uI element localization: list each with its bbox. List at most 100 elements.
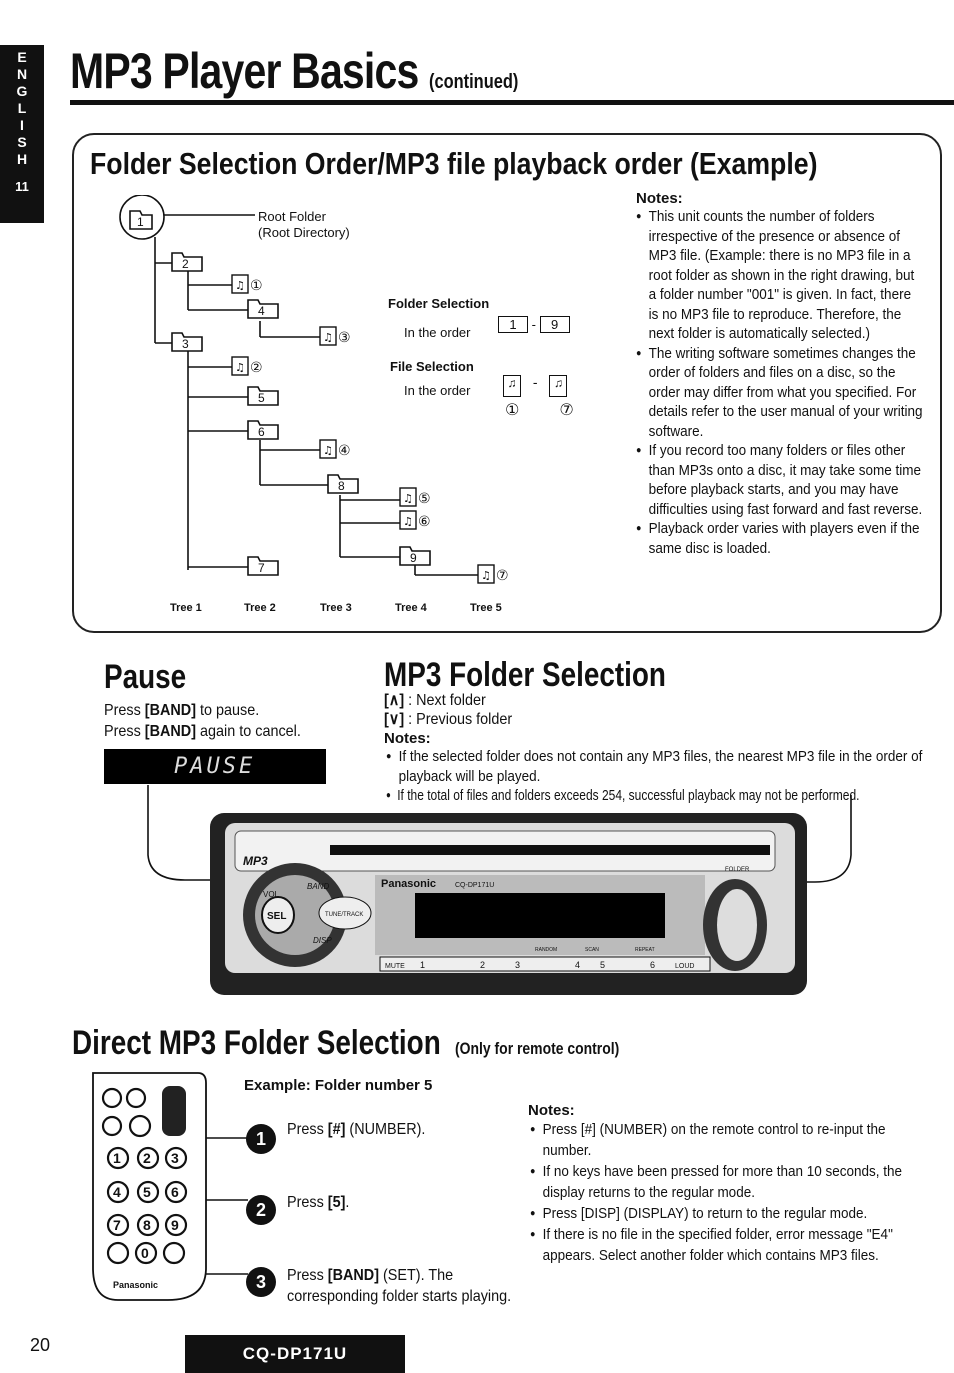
device-model: CQ-DP171U xyxy=(455,882,494,889)
remote-key-0 xyxy=(134,1241,158,1265)
remote-key-number xyxy=(128,1114,152,1138)
tree-label: Tree 3 xyxy=(320,602,352,614)
music-file-icon: ♫① xyxy=(231,274,263,294)
folder-icon: 5 xyxy=(247,386,279,406)
language-tab: E N G L I S H 11 xyxy=(0,45,44,223)
svg-text:3: 3 xyxy=(171,1150,179,1166)
note-item: If there is no file in the specified fol… xyxy=(530,1224,933,1266)
section-page-number: 11 xyxy=(15,179,29,194)
svg-text:9: 9 xyxy=(171,1217,179,1233)
svg-text:①: ① xyxy=(250,278,263,294)
note-item: If the total of files and folders exceed… xyxy=(386,786,898,806)
note-item: If the selected folder does not contain … xyxy=(386,747,935,786)
mp3-folder-keys: [∧] : Next folder [∨] : Previous folder xyxy=(384,692,513,728)
step-2-text: Press [5]. xyxy=(287,1194,350,1211)
file-selection-label: File Selection xyxy=(390,359,474,374)
direct-title: Direct MP3 Folder Selection (Only for re… xyxy=(72,1024,620,1062)
tab-letter: G xyxy=(16,83,28,99)
page-title-text: MP3 Player Basics xyxy=(70,43,419,99)
svg-text:1: 1 xyxy=(420,960,425,970)
root-folder-label: Root Folder (Root Directory) xyxy=(258,209,350,240)
svg-text:7: 7 xyxy=(258,561,265,575)
mp3-logo: MP3 xyxy=(243,854,268,868)
step-number-2: 2 xyxy=(246,1195,276,1225)
music-file-icon: ♫② xyxy=(231,356,263,376)
folder-icon: 4 xyxy=(247,299,279,319)
remote-key-3 xyxy=(164,1146,188,1170)
svg-text:DISP: DISP xyxy=(313,936,332,945)
svg-text:⑤: ⑤ xyxy=(418,491,431,507)
svg-text:SEL: SEL xyxy=(267,911,286,922)
folder-icon: 2 xyxy=(171,252,203,272)
note-item: Press [#] (NUMBER) on the remote control… xyxy=(530,1119,933,1161)
svg-text:5: 5 xyxy=(143,1184,151,1200)
step-number-3: 3 xyxy=(246,1267,276,1297)
svg-text:♫: ♫ xyxy=(323,331,333,344)
svg-text:RANDOM: RANDOM xyxy=(535,947,557,953)
model-badge: CQ-DP171U xyxy=(185,1335,405,1373)
language-tab-letters: E N G L I S H xyxy=(0,49,44,168)
music-file-icon: ♫⑥ xyxy=(399,510,431,530)
mp3-folder-notes-heading: Notes: xyxy=(384,730,431,747)
svg-text:②: ② xyxy=(250,360,263,376)
tab-letter: E xyxy=(17,49,27,65)
pause-lcd-display: PAUSE xyxy=(104,749,326,784)
tree-label: Tree 1 xyxy=(170,602,202,614)
folder-icon: 8 xyxy=(327,474,359,494)
folder-number: 1 xyxy=(137,215,144,229)
note-item: Playback order varies with players even … xyxy=(636,519,924,558)
tab-letter: S xyxy=(17,134,27,150)
music-file-icon: ♫ xyxy=(549,375,568,397)
note-item: Press [DISP] (DISPLAY) to return to the … xyxy=(530,1203,933,1224)
pause-title: Pause xyxy=(104,658,187,696)
remote-key-6 xyxy=(164,1180,188,1204)
page-title: MP3 Player Basics (continued) xyxy=(70,42,518,100)
svg-text:2: 2 xyxy=(143,1150,151,1166)
tab-letter: I xyxy=(20,117,24,133)
folder-icon: 6 xyxy=(247,420,279,440)
folder-tree-diagram: 1 2 3 4 5 6 7 8 9 ♫① ♫② ♫③ ♫④ ♫⑤ ♫⑥ ♫⑦ T… xyxy=(119,195,509,614)
device-display xyxy=(415,893,665,938)
folder-icon: 1 xyxy=(129,210,153,230)
svg-text:4: 4 xyxy=(575,960,580,970)
svg-text:SCAN: SCAN xyxy=(585,947,599,953)
file-selection-text: In the order xyxy=(404,383,471,398)
pause-instructions: Press [BAND] to pause. Press [BAND] agai… xyxy=(104,702,301,740)
step-1-text: Press [#] (NUMBER). xyxy=(287,1121,426,1138)
tab-letter: L xyxy=(17,100,27,116)
svg-text:7: 7 xyxy=(113,1217,121,1233)
svg-text:⑦: ⑦ xyxy=(496,568,509,584)
remote-key-1 xyxy=(106,1146,130,1170)
remote-key-5 xyxy=(136,1180,160,1204)
svg-text:④: ④ xyxy=(338,443,351,459)
svg-text:③: ③ xyxy=(338,330,351,346)
svg-text:8: 8 xyxy=(338,479,345,493)
svg-text:FOLDER: FOLDER xyxy=(725,867,750,873)
remote-control-illustration: 1 2 3 4 5 6 7 8 9 0 Panasonic xyxy=(92,1072,248,1301)
tune-track-button xyxy=(318,896,372,930)
folder-icon: 9 xyxy=(399,546,431,566)
direct-example: Example: Folder number 5 xyxy=(244,1077,433,1094)
remote-key-9 xyxy=(164,1213,188,1237)
folder-selection-text: In the order xyxy=(404,325,471,340)
note-item: The writing software sometimes changes t… xyxy=(636,344,924,442)
tab-letter: N xyxy=(16,66,28,82)
svg-text:6: 6 xyxy=(650,960,655,970)
svg-text:VOL: VOL xyxy=(263,890,280,899)
svg-text:♫: ♫ xyxy=(235,361,245,374)
svg-text:4: 4 xyxy=(113,1184,121,1200)
svg-text:REPEAT: REPEAT xyxy=(635,947,655,953)
svg-text:5: 5 xyxy=(258,391,265,405)
remote-key-sel xyxy=(125,1087,147,1109)
folder-icon: 3 xyxy=(171,332,203,352)
tree-label: Tree 2 xyxy=(244,602,276,614)
svg-text:MUTE: MUTE xyxy=(385,963,405,970)
remote-vol-rocker xyxy=(162,1086,186,1136)
remote-key-7 xyxy=(106,1213,130,1237)
note-item: If you record too many folders or files … xyxy=(636,441,924,519)
svg-text:8: 8 xyxy=(143,1217,151,1233)
tree-label: Tree 5 xyxy=(470,602,502,614)
remote-key-disp xyxy=(162,1241,186,1265)
remote-key-band xyxy=(106,1241,130,1265)
